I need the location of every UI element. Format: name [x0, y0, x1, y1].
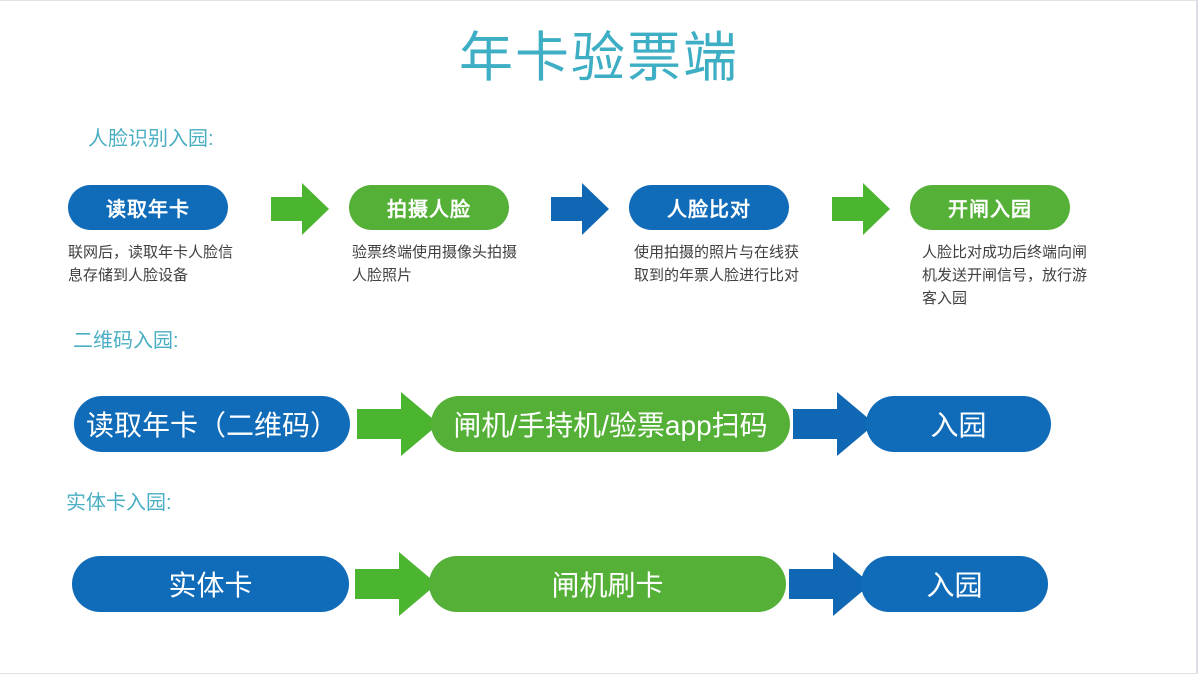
step-pill-read-annual-card[interactable]: 读取年卡	[68, 185, 228, 230]
step-description-read-annual-card: 联网后，读取年卡人脸信息存储到人脸设备	[68, 244, 234, 284]
step-pill-enter-park-qr[interactable]: 入园	[866, 396, 1051, 452]
step-description-capture-face: 验票终端使用摄像头拍摄人脸照片	[352, 244, 518, 284]
arrow-blue-1	[551, 181, 609, 237]
arrow-green-3	[357, 389, 439, 459]
section-label-physical-card: 实体卡入园:	[66, 492, 172, 514]
arrow-blue-3	[789, 549, 871, 619]
step-description-face-compare: 使用拍摄的照片与在线获取到的年票人脸进行比对	[634, 244, 800, 284]
arrow-green-2	[832, 181, 890, 237]
arrow-green-4	[355, 549, 437, 619]
step-pill-enter-park-card[interactable]: 入园	[861, 556, 1048, 612]
page-title: 年卡验票端	[459, 28, 739, 88]
step-pill-capture-face[interactable]: 拍摄人脸	[349, 185, 509, 230]
step-pill-gate-swipe-card[interactable]: 闸机刷卡	[429, 556, 786, 612]
step-pill-read-annual-card-qr[interactable]: 读取年卡（二维码）	[74, 396, 350, 452]
section-label-face-recognition: 人脸识别入园:	[88, 128, 214, 150]
step-pill-scan-qr-code[interactable]: 闸机/手持机/验票app扫码	[431, 396, 790, 452]
step-description-open-gate: 人脸比对成功后终端向闸机发送开闸信号，放行游客入园	[922, 244, 1088, 307]
arrow-blue-2	[793, 389, 875, 459]
step-pill-face-compare[interactable]: 人脸比对	[629, 185, 789, 230]
arrow-green-1	[271, 181, 329, 237]
step-pill-physical-card[interactable]: 实体卡	[72, 556, 349, 612]
section-label-qr-code: 二维码入园:	[73, 330, 179, 352]
step-pill-open-gate[interactable]: 开闸入园	[910, 185, 1070, 230]
